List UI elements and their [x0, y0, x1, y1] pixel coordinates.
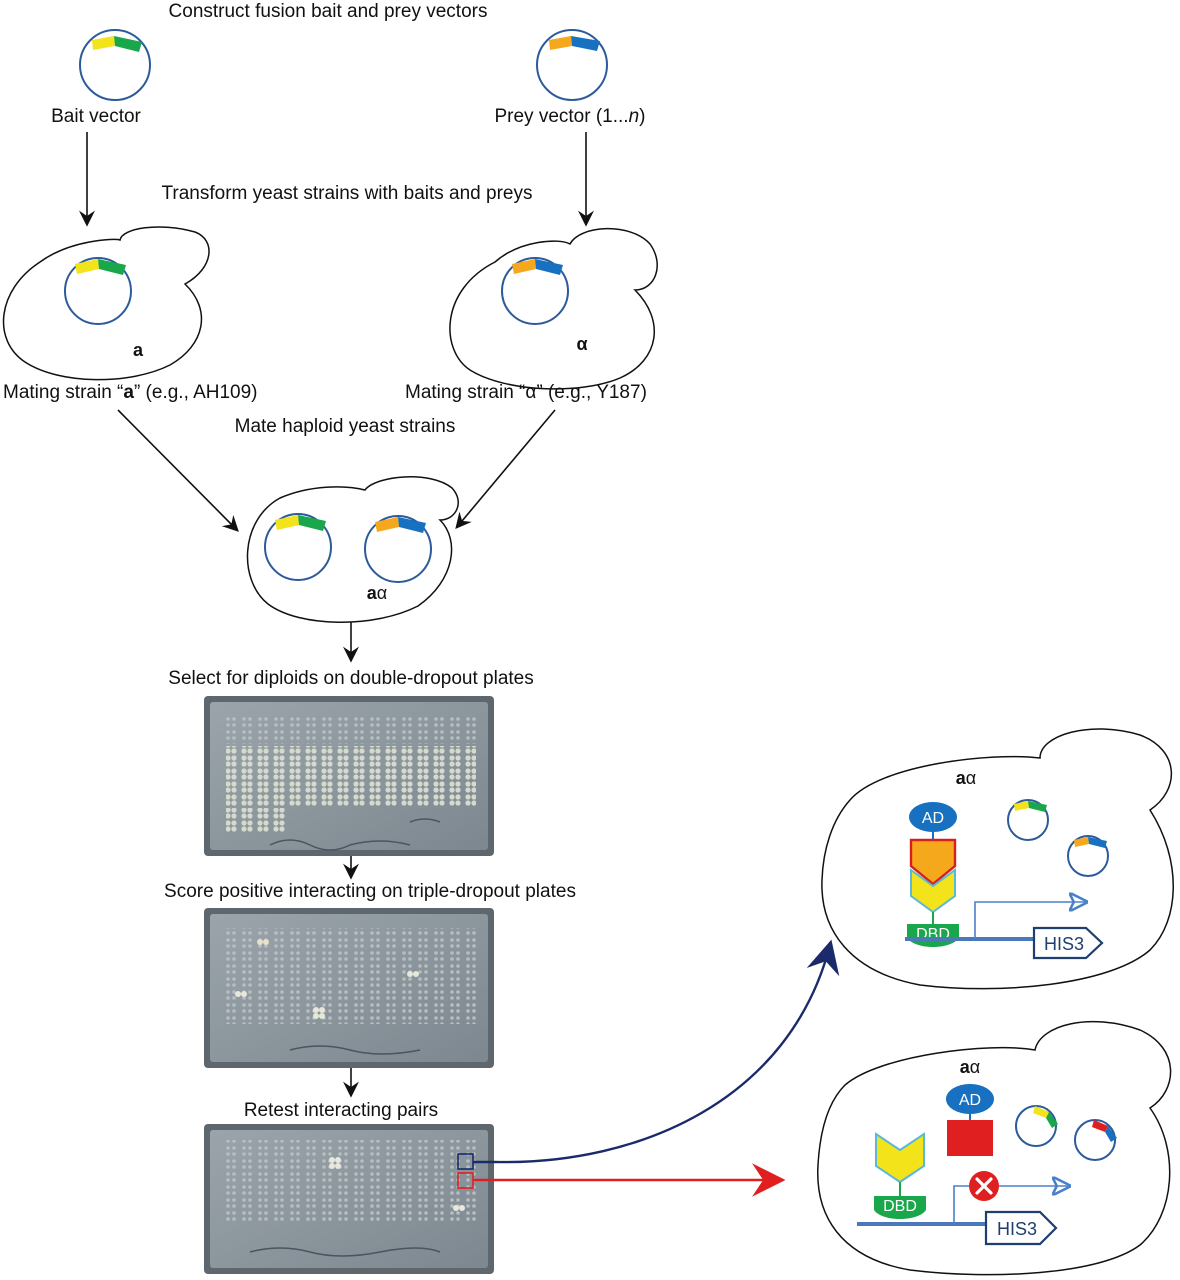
- blocked-transcription-arrow: [953, 1186, 1068, 1224]
- prey-vector-plasmid: [536, 29, 608, 101]
- strain-a-tag: a: [133, 340, 144, 360]
- triple-dropout-plate: [204, 908, 494, 1068]
- step-select-label: Select for diploids on double-dropout pl…: [168, 668, 533, 689]
- step-score-label: Score positive interacting on triple-dro…: [164, 881, 576, 902]
- negative-bait-protein: [875, 1132, 925, 1184]
- negative-ad-domain: [946, 1084, 994, 1114]
- diploid-yeast-cell: [246, 476, 459, 623]
- yeast-strain-alpha: [449, 227, 658, 390]
- strain-a-label: Mating strain “a” (e.g., AH109): [3, 382, 258, 403]
- svg-text:HIS3: HIS3: [997, 1219, 1037, 1239]
- negative-prey-plasmid: [1074, 1119, 1116, 1161]
- step-transform-label: Transform yeast strains with baits and p…: [162, 183, 533, 204]
- mismatched-prey-protein: [947, 1120, 993, 1156]
- negative-dbd-domain: [874, 1196, 926, 1219]
- step-construct-label: Construct fusion bait and prey vectors: [169, 1, 488, 22]
- transcription-arrow: [974, 902, 1085, 939]
- arrow-a-to-diploid: [117, 409, 239, 532]
- bait-tag-segment: [92, 36, 115, 50]
- strain-alpha-tag: α: [576, 334, 587, 354]
- bait-vector-plasmid: [79, 29, 151, 101]
- negative-bait-plasmid: [1015, 1105, 1057, 1147]
- positive-ad-domain: [909, 802, 957, 832]
- positive-prey-plasmid: [1067, 835, 1109, 877]
- prey-vector-label: Prey vector (1...n): [494, 106, 645, 127]
- step-mate-label: Mate haploid yeast strains: [235, 416, 456, 437]
- step-retest-label: Retest interacting pairs: [244, 1100, 438, 1121]
- negative-cell-tag: aα: [960, 1057, 980, 1077]
- strain-alpha-label: Mating strain “α” (e.g., Y187): [405, 382, 647, 403]
- svg-text:AD: AD: [922, 810, 944, 827]
- bait-protein-shape: [910, 868, 956, 914]
- double-dropout-plate: [204, 696, 494, 856]
- positive-dbd-domain: [907, 924, 959, 947]
- svg-text:DBD: DBD: [883, 1198, 917, 1215]
- prey-protein-shape: [909, 838, 957, 886]
- negative-his3-gene: [984, 1210, 1058, 1246]
- svg-text:HIS3: HIS3: [1044, 934, 1084, 954]
- yeast-strain-a: [2, 226, 210, 381]
- positive-bait-plasmid: [1007, 799, 1049, 841]
- positive-interaction-cell: [821, 728, 1174, 990]
- diploid-tag: aα: [367, 583, 387, 603]
- bait-fusion-segment: [114, 36, 142, 52]
- bait-vector-label: Bait vector: [51, 106, 141, 127]
- positive-his3-gene: [1032, 926, 1104, 960]
- positive-cell-tag: aα: [956, 768, 976, 788]
- arrow-to-positive-result: [473, 939, 840, 1164]
- retest-plate: [204, 1124, 494, 1274]
- arrow-alpha-to-diploid: [455, 409, 556, 530]
- svg-text:AD: AD: [959, 1092, 981, 1109]
